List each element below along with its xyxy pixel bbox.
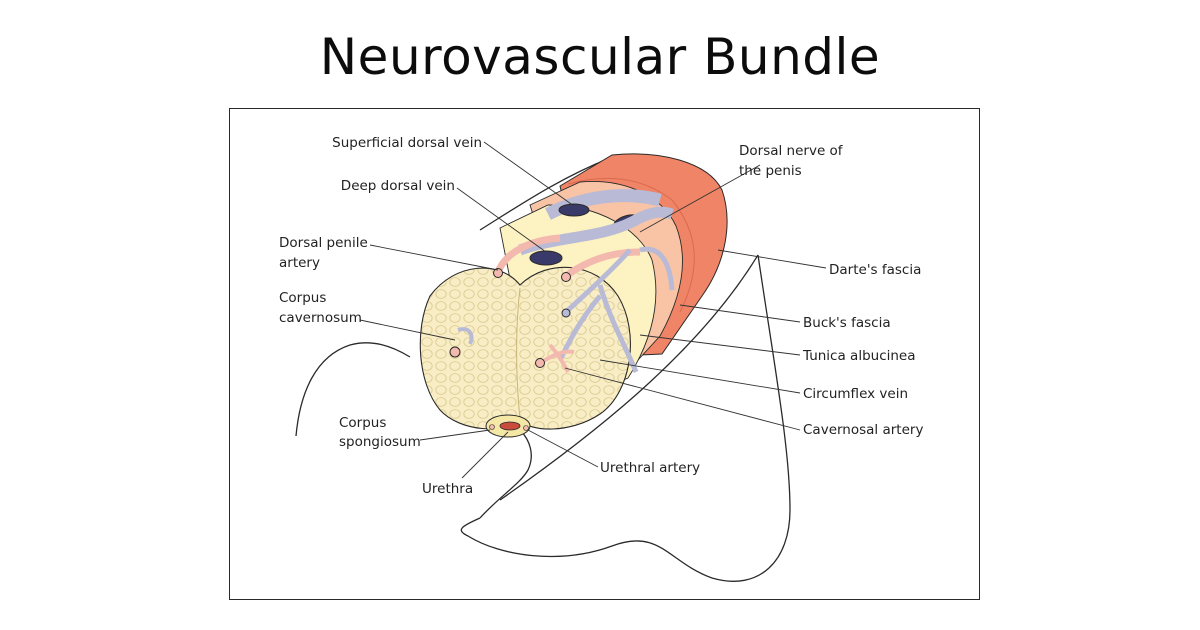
cavernosal-artery-shape (449, 343, 575, 373)
label-urethral-artery: Urethral artery (600, 460, 700, 476)
leader-lines (359, 141, 827, 479)
label-cavernosal-artery: Cavernosal artery (803, 422, 923, 438)
label-superficial-dorsal-vein: Superficial dorsal vein (332, 135, 482, 151)
label-bucks-fascia: Buck's fascia (803, 315, 891, 331)
label-dorsal-nerve-1: Dorsal nerve of (739, 143, 844, 159)
diagram-title: Neurovascular Bundle (319, 28, 881, 86)
label-corpus-spongiosum-2: spongiosum (339, 434, 421, 450)
label-circumflex-vein: Circumflex vein (803, 386, 908, 402)
label-dorsal-penile-artery-1: Dorsal penile (279, 235, 368, 251)
septum (516, 287, 521, 421)
body-outline (295, 157, 791, 582)
label-tunica-albucinea: Tunica albucinea (802, 348, 916, 364)
label-dartes-fascia: Darte's fascia (829, 262, 921, 278)
label-dorsal-nerve-2: the penis (739, 163, 802, 179)
circumflex-vein-shape (457, 246, 675, 373)
label-corpus-cavernosum-2: cavernosum (279, 310, 362, 326)
label-urethra: Urethra (422, 481, 473, 497)
label-dorsal-penile-artery-2: artery (279, 255, 320, 271)
dorsal-artery-shape (493, 234, 641, 282)
corpus-cavernosum-shape (419, 266, 631, 430)
label-corpus-spongiosum-1: Corpus (339, 415, 386, 431)
dartos-band (567, 177, 695, 313)
label-deep-dorsal-vein: Deep dorsal vein (341, 178, 455, 194)
label-corpus-cavernosum-1: Corpus (279, 290, 326, 306)
corpus-spongiosum-shape (485, 414, 531, 438)
diagram-frame (229, 108, 980, 600)
